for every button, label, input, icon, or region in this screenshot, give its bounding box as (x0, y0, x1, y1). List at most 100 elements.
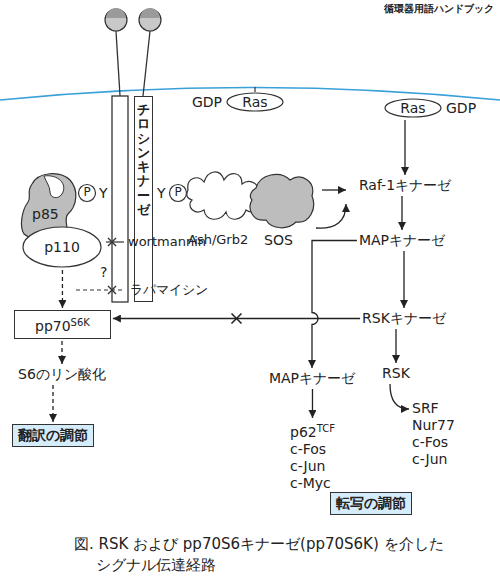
kinase-label: RSK (382, 365, 410, 382)
node-text: TCF (317, 423, 335, 434)
node-text: p62 (290, 424, 317, 440)
phospho-circle (79, 185, 96, 202)
text-line: p62TCF (290, 420, 335, 441)
kinase-label: RSKキナーゼ (362, 310, 446, 327)
tyrosine-label: Y (99, 185, 108, 202)
outcome-box: 転写の調節 (330, 492, 412, 515)
node-text: p85 (32, 206, 59, 222)
text-line: MAPキナーゼ (359, 232, 445, 249)
node-text: c-Jun (412, 451, 447, 467)
ras-protein: Ras (384, 98, 442, 118)
signal-arrow (113, 318, 360, 319)
node-text: c-Fos (412, 434, 448, 450)
text-line: c-Jun (290, 458, 335, 475)
text-line: 転写の調節 (336, 495, 406, 512)
gdp-label: GDP (192, 94, 222, 111)
tyrosine-label: Y (157, 185, 166, 202)
node-text: MAPキナーゼ (269, 370, 355, 386)
process-box: pp70S6K (14, 310, 111, 339)
figure-caption: 図. RSK および pp70S6キナーゼ(pp70S6K) を介したシグナル伝… (74, 534, 456, 576)
node-text: RSKキナーゼ (362, 310, 446, 326)
phospho-circle (170, 185, 187, 202)
signal-arrow (62, 270, 63, 308)
node-text: c-Jun (290, 458, 325, 474)
signal-arrow (312, 241, 357, 369)
text-line: Raf-1キナーゼ (359, 177, 451, 194)
text-line: c-Fos (290, 441, 335, 458)
node-text: Nur77 (412, 417, 455, 433)
text-line: 翻訳の調節 (18, 427, 88, 444)
signal-arrow (52, 385, 53, 422)
signal-arrow (61, 341, 62, 364)
ellipse-shape (23, 227, 101, 267)
source-note: 循環器用語ハンドブック (384, 3, 494, 15)
node-text: c-Myc (290, 475, 331, 491)
ellipse-shape (227, 93, 283, 111)
node-text: SRF (412, 400, 439, 416)
text-line: MAPキナーゼ (269, 370, 355, 387)
process-label: S6のリン酸化 (18, 366, 106, 383)
text-line: Ras (242, 94, 267, 111)
ras-protein: Ras (226, 92, 284, 112)
unknown-mark: ? (100, 264, 107, 281)
inhibit-mark (108, 238, 116, 246)
activation-arrow (316, 204, 346, 228)
protein-shape (187, 172, 260, 219)
receptor-stem (143, 31, 150, 96)
node-text: S6K (71, 317, 90, 328)
target-gene-list: SRFNur77c-Fosc-Jun (412, 400, 455, 468)
node-text: p110 (44, 239, 80, 255)
receptor-stem (116, 31, 120, 96)
text-line: RSK (382, 365, 410, 382)
node-text: Raf-1キナーゼ (359, 177, 451, 193)
text-line: pp70S6K (35, 314, 90, 335)
outcome-box: 翻訳の調節 (12, 424, 94, 447)
kinase-label: Raf-1キナーゼ (359, 177, 451, 194)
target-gene-list: p62TCFc-Fosc-Junc-Myc (290, 420, 335, 492)
signal-arrow (395, 329, 396, 363)
node-text: Ras (400, 100, 425, 116)
node-text: pp70 (35, 318, 71, 334)
node-text: SOS (264, 232, 293, 248)
node-text: c-Fos (290, 441, 326, 457)
kinase-label: MAPキナーゼ (269, 370, 355, 387)
text-line: p110 (44, 239, 80, 256)
gdp-label: GDP (446, 100, 476, 117)
inhibitor-label: ラパマイシン (130, 282, 208, 298)
signal-arrow (401, 196, 402, 230)
receptor-shade (140, 8, 160, 18)
ras-anchor (254, 87, 255, 92)
inhibitor-line (106, 241, 124, 242)
inhibit-mark (108, 286, 116, 294)
text-line: Ras (400, 100, 425, 117)
signal-arrow (390, 384, 409, 409)
ellipse-shape (385, 99, 441, 117)
text-line: RSKキナーゼ (362, 310, 446, 327)
text-line: c-Myc (290, 475, 335, 492)
p110-subunit: p110 (22, 226, 102, 268)
signal-arrow (312, 389, 313, 418)
inhibitor-line (76, 289, 124, 290)
protein-fold (44, 176, 64, 198)
signal-arrow (404, 120, 405, 175)
text-line: c-Fos (412, 434, 455, 451)
sos-protein: SOS (246, 168, 318, 252)
kinase-label: MAPキナーゼ (359, 232, 445, 249)
text-line: c-Jun (412, 451, 455, 468)
receptor-ligand (105, 9, 127, 31)
vertical-text: チロシンキナーゼ (137, 103, 150, 217)
receptor-bar (112, 96, 128, 302)
node-text: MAPキナーゼ (359, 232, 445, 248)
tyrosine-kinase-receptor: チロシンキナーゼ (134, 96, 153, 302)
receptor-ligand (139, 9, 161, 31)
node-text: 翻訳の調節 (18, 427, 88, 443)
text-line: Nur77 (412, 417, 455, 434)
inhibitor-label: wortmannin (128, 234, 206, 250)
activation-arrow (322, 189, 346, 190)
node-text: S6のリン酸化 (18, 366, 106, 382)
receptor-shade (106, 8, 126, 18)
text-line: SRF (412, 400, 455, 417)
